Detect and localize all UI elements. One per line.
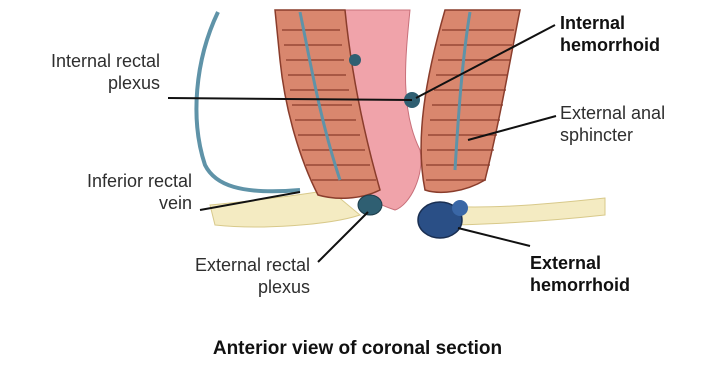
figure-caption: Anterior view of coronal section	[0, 338, 715, 360]
internal-plexus-cluster-left	[349, 54, 361, 66]
label-internal-hemorrhoid: Internal hemorrhoid	[560, 12, 660, 56]
label-inferior-rectal-vein: Inferior rectal vein	[50, 170, 192, 214]
label-external-hemorrhoid: External hemorrhoid	[530, 252, 630, 296]
label-internal-rectal-plexus: Internal rectal plexus	[18, 50, 160, 94]
label-external-anal-sphincter: External anal sphincter	[560, 102, 665, 146]
external-rectal-plexus-mass	[358, 195, 382, 215]
external-hemorrhoid-lobe	[452, 200, 468, 216]
label-external-rectal-plexus: External rectal plexus	[160, 254, 310, 298]
